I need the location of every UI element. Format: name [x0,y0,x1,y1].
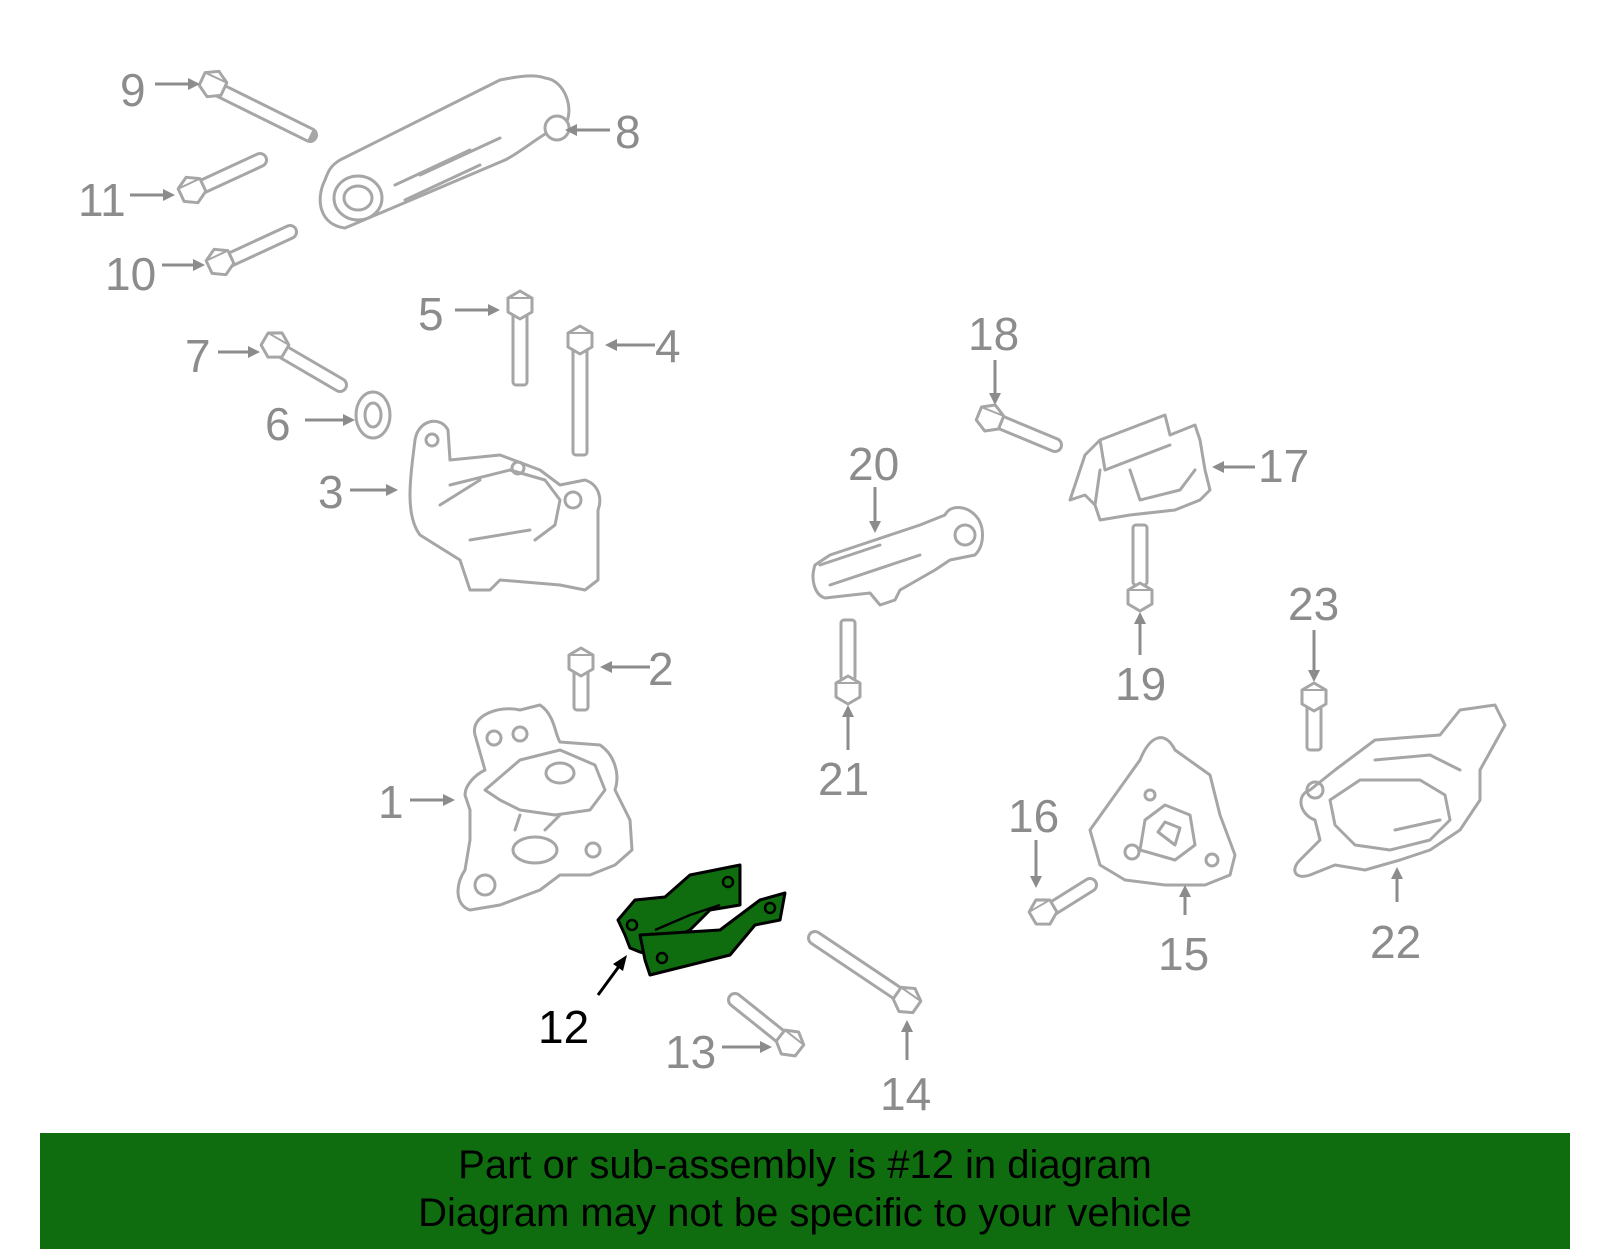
part-20-bracket [811,506,984,607]
part-15-mount [1088,736,1237,887]
callout-20: 20 [848,438,899,490]
part-23-bolt [1300,681,1328,752]
part-11-bolt [173,152,268,210]
part-12-bracket-highlighted [616,863,787,977]
callout-10: 10 [105,248,156,300]
banner-line-disclaimer: Diagram may not be specific to your vehi… [418,1191,1192,1235]
callout-18: 18 [968,308,1019,360]
part-22-mount [1293,703,1507,878]
part-2-bolt [567,646,595,712]
callout-23: 23 [1288,578,1339,630]
part-16-bolt [1024,877,1098,932]
part-10-bolt [201,224,298,282]
part-18-bolt [972,399,1063,453]
callout-13: 13 [665,1026,716,1078]
callout-19: 19 [1115,658,1166,710]
callout-8: 8 [615,106,641,158]
callout-22: 22 [1370,916,1421,968]
callout-14: 14 [880,1068,931,1120]
part-4-bolt [566,324,594,457]
part-5-bolt [506,289,534,387]
part-13-bolt [727,992,810,1063]
info-banner: Part or sub-assembly is #12 in diagram D… [40,1133,1570,1249]
part-8-torque-rod [318,74,571,230]
part-19-bolt [1126,523,1154,613]
part-21-bolt [834,618,862,706]
part-17-bracket [1068,413,1212,522]
callout-21: 21 [818,753,869,805]
callout-7: 7 [185,330,211,382]
part-1-mount [456,703,634,912]
callout-4: 4 [655,320,681,372]
callout-2: 2 [648,643,674,695]
callout-15: 15 [1158,928,1209,980]
part-9-bolt [194,64,318,143]
part-14-bolt [807,930,927,1020]
part-6-washer [354,390,392,440]
callout-16: 16 [1008,790,1059,842]
part-7-bolt [256,325,348,393]
callout-12-highlighted: 12 [538,1001,589,1053]
callout-6: 6 [265,398,291,450]
callout-labels: 9 8 11 10 5 4 7 6 3 2 1 20 21 18 17 19 2… [78,64,1421,1120]
callout-5: 5 [418,288,444,340]
callout-arrows [130,78,1403,1060]
callout-11: 11 [78,174,126,226]
callout-9: 9 [120,64,146,116]
callout-17: 17 [1258,440,1309,492]
banner-line-part: Part or sub-assembly is #12 in diagram [458,1143,1152,1187]
part-3-mount [408,419,602,592]
callout-arrow-12 [596,955,627,996]
callout-3: 3 [318,466,344,518]
callout-1: 1 [378,776,404,828]
